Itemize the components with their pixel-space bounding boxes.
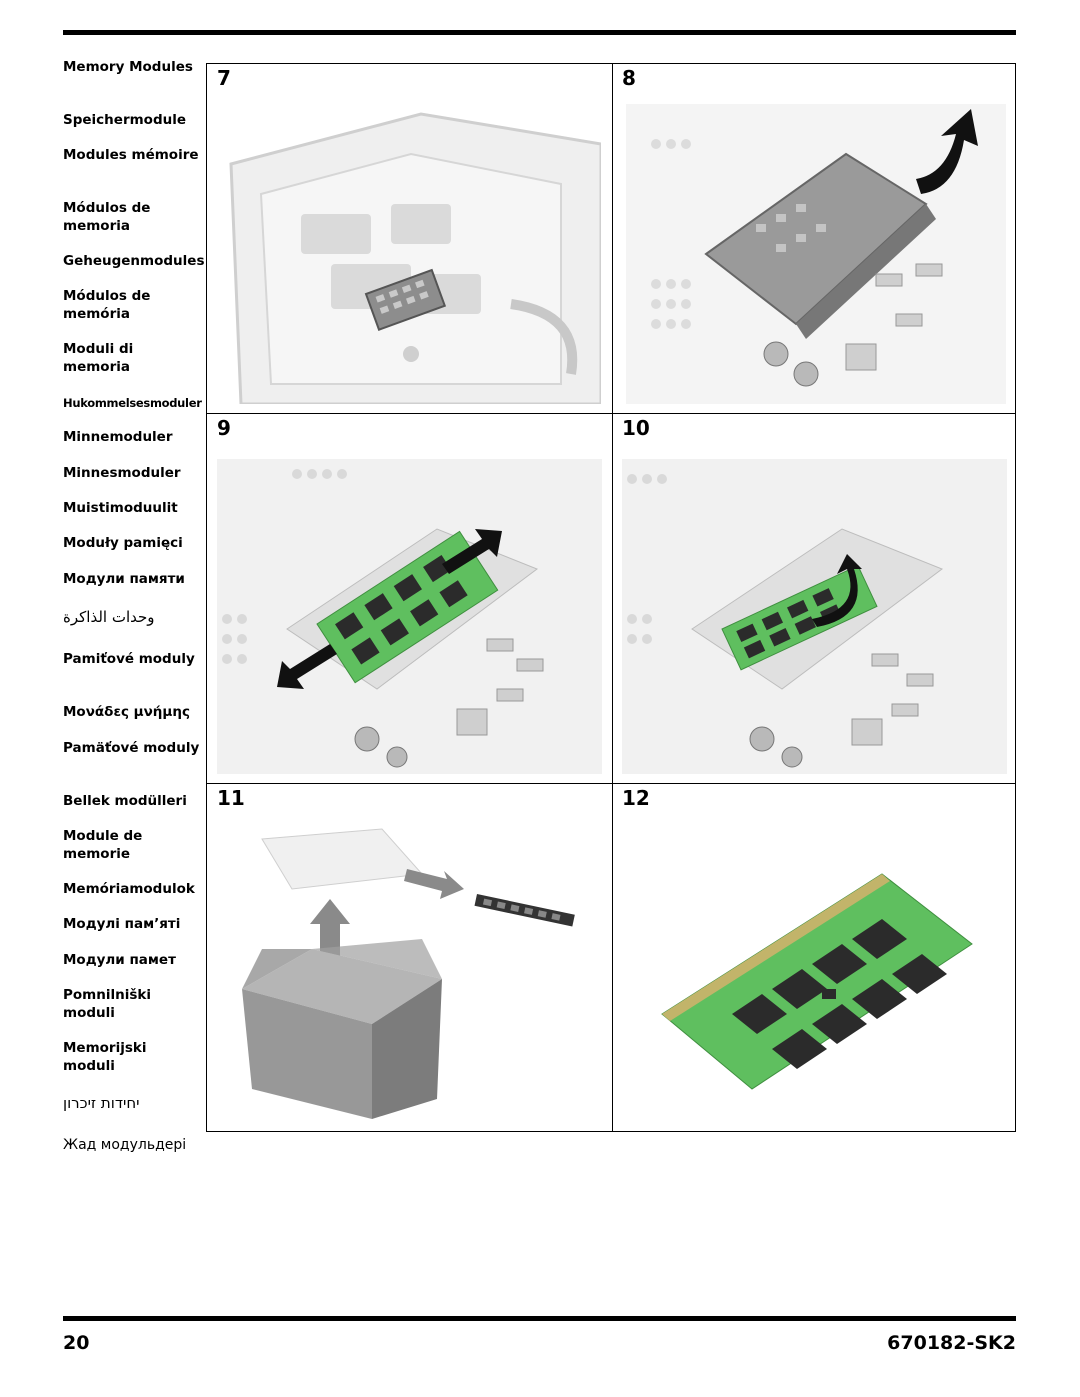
label-tr: Bellek modülleri	[63, 793, 187, 809]
step-number: 8	[622, 66, 636, 90]
label-ar: وحدات الذاكرة	[63, 608, 155, 626]
step-11-panel: 11	[207, 784, 612, 1131]
label-cs: Pamiťové moduly	[63, 651, 195, 667]
grid-divider-vertical	[612, 64, 613, 1131]
step-12-panel: 12	[612, 784, 1017, 1131]
step-number: 9	[217, 416, 231, 440]
label-he: יחידות זיכרון	[63, 1094, 140, 1112]
memory-module-illustration	[661, 873, 973, 1090]
label-sv: Minnesmoduler	[63, 465, 181, 481]
label-sl: Pomnilniški moduli	[63, 987, 151, 1021]
label-bg: Модули памет	[63, 952, 176, 968]
step-number: 7	[217, 66, 231, 90]
label-it: Moduli di memoria	[63, 341, 134, 375]
step-number: 12	[622, 786, 650, 810]
step-7-panel: 7	[207, 64, 612, 413]
label-el: Μονάδες μνήμης	[63, 704, 190, 720]
step-grid: 7 8	[206, 63, 1016, 1132]
label-nl: Geheugenmodules	[63, 253, 205, 269]
label-pt: Módulos de memória	[63, 288, 151, 322]
label-fi: Muistimoduulit	[63, 500, 178, 516]
step-10-panel: 10	[612, 414, 1017, 783]
label-hr: Memorijski moduli	[63, 1040, 147, 1074]
page-number: 20	[63, 1332, 90, 1354]
release-clips-illustration	[217, 459, 602, 774]
step-number: 11	[217, 786, 245, 810]
top-rule	[63, 30, 1016, 35]
grid-divider-horizontal	[207, 413, 1015, 414]
label-es: Módulos de memoria	[63, 200, 151, 234]
label-da: Hukommelsesmoduler	[63, 396, 202, 410]
label-kk: Жад модульдері	[63, 1137, 187, 1153]
chassis-overview-illustration	[229, 112, 601, 404]
step-8-panel: 8	[612, 64, 1017, 413]
label-uk: Модулі пам’яті	[63, 916, 181, 932]
grid-divider-horizontal	[207, 783, 1015, 784]
document-code: 670182-SK2	[887, 1332, 1016, 1354]
module-tilt-up-illustration	[622, 459, 1007, 774]
bottom-rule	[63, 1316, 1016, 1321]
label-sk: Pamäťové moduly	[63, 740, 200, 756]
label-no: Minnemoduler	[63, 429, 173, 445]
label-fr: Modules mémoire	[63, 147, 199, 163]
step-9-panel: 9	[207, 414, 612, 783]
label-hu: Memóriamodulok	[63, 881, 195, 897]
cover-removal-illustration	[626, 104, 1006, 404]
label-ro: Module de memorie	[63, 828, 143, 862]
label-en: Memory Modules	[63, 59, 193, 75]
unpack-module-illustration	[242, 828, 575, 1119]
label-de: Speichermodule	[63, 112, 186, 128]
label-ru: Модули памяти	[63, 571, 185, 587]
label-pl: Moduły pamięci	[63, 535, 183, 551]
step-number: 10	[622, 416, 650, 440]
